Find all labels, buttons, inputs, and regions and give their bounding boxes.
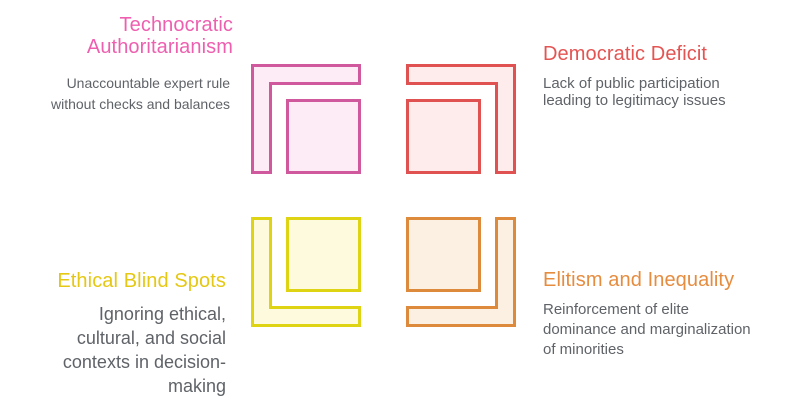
text-line: making: [167, 376, 226, 396]
quadrant-description: Ignoring ethical, cultural, and social con…: [63, 302, 226, 398]
quadrant-title: Elitism and Inequality: [543, 269, 734, 291]
corner-bracket-square-icon-bottom-right: [406, 217, 516, 327]
quadrant-description: Unaccountable expert rule without checks …: [51, 73, 230, 115]
text-line: of minorities: [543, 341, 624, 358]
text-line: Ignoring ethical,: [98, 304, 226, 324]
quadrant-title: Democratic Deficit: [543, 43, 707, 65]
text-line: Elitism and Inequality: [543, 269, 735, 291]
text-line: Ethical Blind Spots: [57, 270, 226, 292]
text-line: contexts in decision-: [62, 352, 226, 372]
text-line: Unaccountable expert rule: [66, 75, 230, 91]
text-line: leading to legitimacy issues: [543, 92, 726, 109]
text-line: Reinforcement of elite: [543, 301, 689, 318]
corner-bracket-square-icon-bottom-left: [251, 217, 361, 327]
corner-bracket-square-icon-top-right: [406, 64, 516, 174]
text-line: without checks and balances: [51, 96, 230, 112]
text-line: Democratic Deficit: [543, 43, 708, 65]
text-line: Lack of public participation: [543, 75, 720, 92]
corner-bracket-square-icon-top-left: [251, 64, 361, 174]
quadrant-description: Reinforcement of elite dominance and marg…: [543, 300, 751, 360]
quadrant-title: Ethical Blind Spots: [57, 270, 226, 292]
text-line: Authoritarianism: [86, 36, 233, 58]
text-line: cultural, and social: [76, 328, 226, 348]
text-line: Technocratic: [119, 14, 233, 36]
text-line: dominance and marginalization: [543, 321, 751, 338]
